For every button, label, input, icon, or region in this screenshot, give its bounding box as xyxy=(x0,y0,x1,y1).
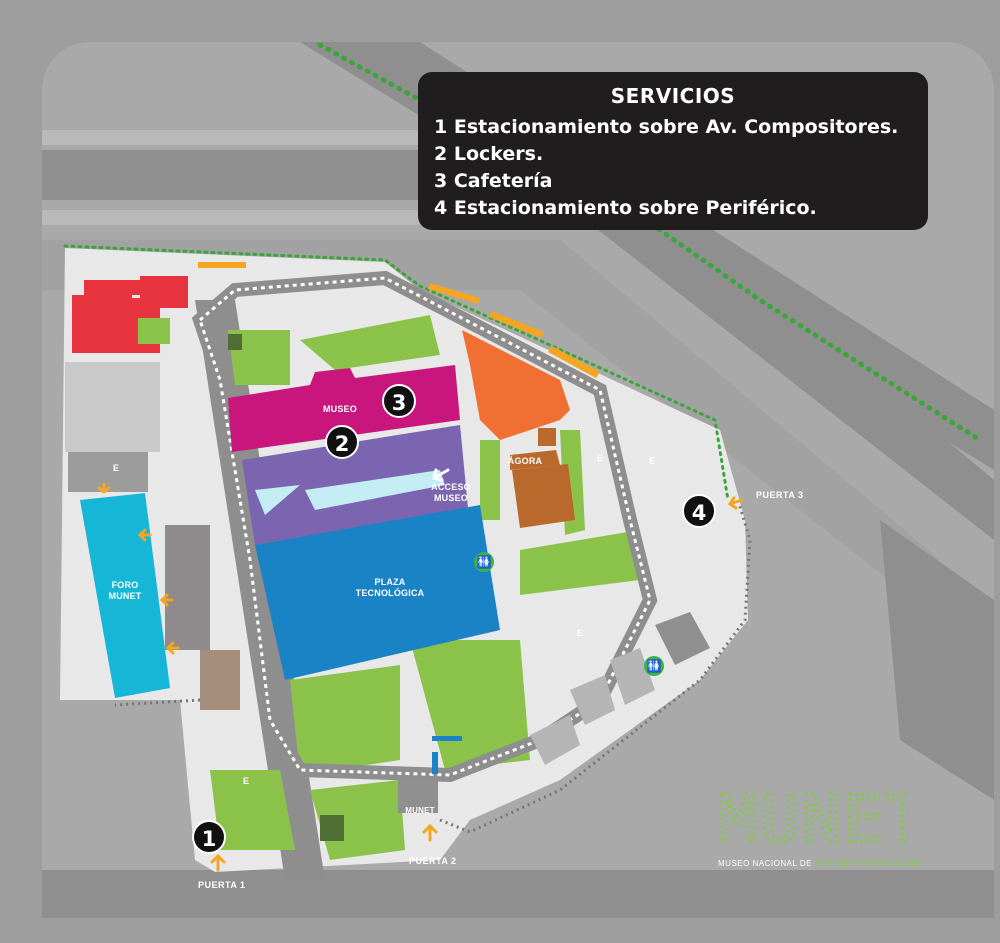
entrance-arrows xyxy=(97,482,744,872)
arrow-icon xyxy=(432,468,450,482)
services-legend: SERVICIOS 1 Estacionamiento sobre Av. Co… xyxy=(418,72,928,230)
label-munet-box: MUNET xyxy=(405,806,435,815)
gate-2-label: PUERTA 2 xyxy=(409,856,457,866)
label-agora: ÁGORA xyxy=(507,456,543,466)
logo-subtitle-highlight: ENERGÍA Y TECNOLOGÍA xyxy=(814,859,923,868)
gate-1-label: PUERTA 1 xyxy=(198,880,246,890)
label-plaza-tecnologica: PLAZA TECNOLÓGICA xyxy=(355,577,425,598)
building-gray-b xyxy=(165,525,210,650)
restroom-icon: 🚻 xyxy=(644,656,664,676)
label-foro-munet: FORO MUNET xyxy=(108,580,142,601)
green-areas xyxy=(138,315,640,860)
marker-2-lockers[interactable]: 2 xyxy=(325,425,359,459)
agora-orange xyxy=(462,330,570,440)
foro-munet xyxy=(80,493,170,698)
restroom-icon: 🚻 xyxy=(474,552,494,572)
parking-stripes xyxy=(198,262,600,378)
legend-item: 4 Estacionamiento sobre Periférico. xyxy=(434,197,817,219)
legend-title: SERVICIOS xyxy=(610,84,736,108)
munet-logo-mark: MUNET xyxy=(717,780,927,860)
gate-3-label: PUERTA 3 xyxy=(756,490,804,500)
marker-4-parking-periferico[interactable]: 4 xyxy=(682,494,716,528)
label-museo: MUSEO xyxy=(322,404,357,414)
legend-item: 1 Estacionamiento sobre Av. Compositores… xyxy=(434,116,899,138)
legend-item: 2 Lockers. xyxy=(434,143,544,165)
legend-item: 3 Cafetería xyxy=(434,170,553,192)
building-brown xyxy=(200,650,240,710)
cafe-building xyxy=(512,464,575,528)
elevator-mark: E xyxy=(243,776,250,786)
elevator-mark: E xyxy=(597,453,604,463)
munet-logo: MUNET MUSEO NACIONAL DE ENERGÍA Y TECNOL… xyxy=(717,780,927,869)
elevator-mark: E xyxy=(649,456,656,466)
building-gray-a xyxy=(65,362,160,452)
elevator-mark: E xyxy=(113,463,120,473)
plaza-tecnologica xyxy=(255,505,500,680)
marker-1-parking-compositores[interactable]: 1 xyxy=(192,820,226,854)
label-acceso-museo: ACCESO MUSEO xyxy=(431,482,471,503)
logo-subtitle: MUSEO NACIONAL DE ENERGÍA Y TECNOLOGÍA xyxy=(718,859,922,868)
logo-subtitle-prefix: MUSEO NACIONAL DE xyxy=(718,859,815,868)
boundary-dots xyxy=(63,244,730,502)
logo-name: MUNET xyxy=(718,790,908,850)
elevator-mark: E xyxy=(577,628,584,638)
marker-3-cafeteria[interactable]: 3 xyxy=(382,384,416,418)
